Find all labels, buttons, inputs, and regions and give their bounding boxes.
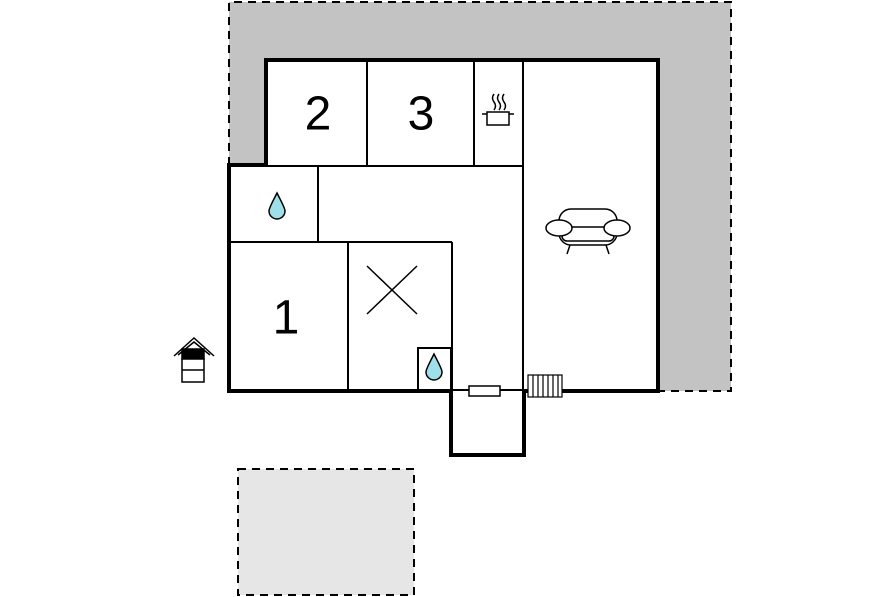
entrance-porch bbox=[449, 391, 526, 457]
parking-area bbox=[237, 468, 415, 596]
cooking-pot-icon bbox=[482, 93, 514, 126]
interior-walls bbox=[229, 60, 524, 391]
terrace-outline bbox=[228, 1, 732, 392]
room-label-1: 1 bbox=[273, 292, 300, 345]
terrace-area bbox=[229, 2, 731, 391]
void-cross-icon bbox=[366, 265, 418, 315]
doghouse-icon bbox=[173, 336, 215, 383]
room-label-2: 2 bbox=[305, 88, 332, 141]
radiator-icon bbox=[527, 374, 563, 398]
room-label-3: 3 bbox=[408, 88, 435, 141]
door-threshold-icon bbox=[468, 385, 501, 397]
sofa-icon bbox=[545, 208, 631, 255]
water-drop-icon bbox=[425, 352, 443, 381]
water-drop-icon bbox=[268, 191, 286, 220]
